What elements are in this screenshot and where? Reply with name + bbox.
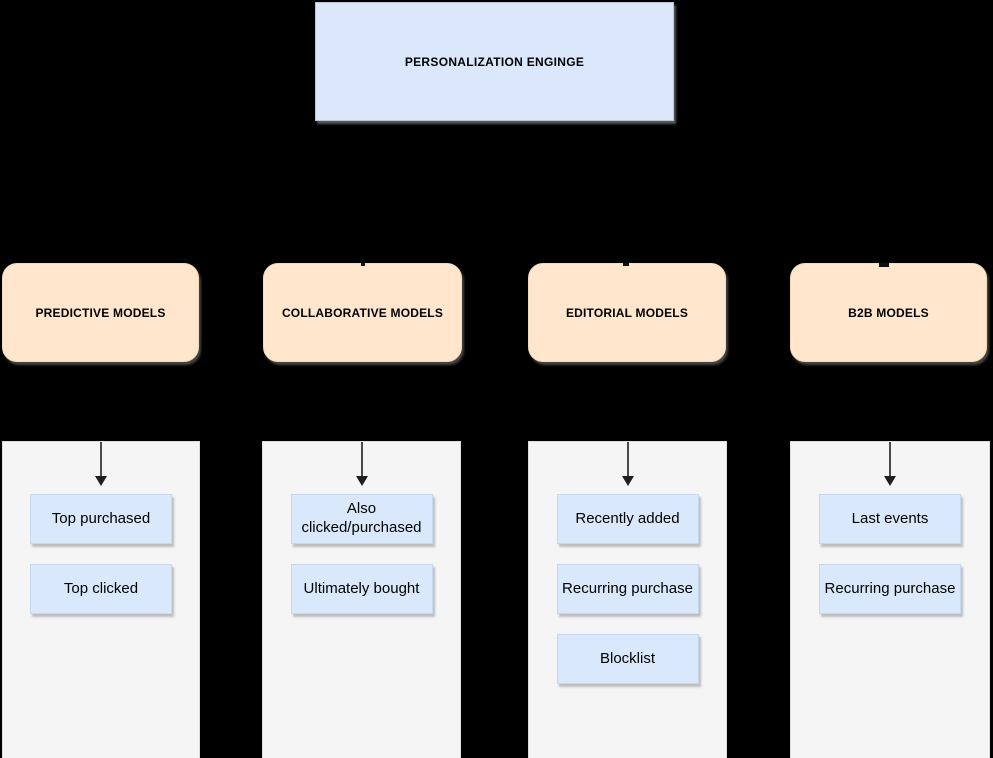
model-item-box: Top clicked — [30, 564, 172, 614]
model-item-box: Recently added — [556, 494, 699, 544]
personalization-engine-node: PERSONALIZATION ENGINGE — [315, 2, 674, 121]
model-item-box: Ultimately bought — [290, 564, 433, 614]
connector-arrowhead-notch — [623, 263, 629, 266]
category-title: PREDICTIVE MODELS — [35, 305, 166, 320]
model-item-box: Recurring purchase — [819, 564, 961, 614]
category-node-editorial: EDITORIAL MODELS — [528, 263, 726, 362]
model-item-box: Top purchased — [30, 494, 172, 544]
connector-arrowhead-notch — [878, 263, 889, 267]
category-title: EDITORIAL MODELS — [565, 305, 689, 320]
category-node-collaborative: COLLABORATIVE MODELS — [263, 263, 462, 362]
model-item-box: Blocklist — [556, 634, 699, 684]
category-node-b2b: B2B MODELS — [790, 263, 987, 362]
model-item-box: Also clicked/purchased — [290, 494, 433, 544]
category-title: COLLABORATIVE MODELS — [281, 305, 444, 320]
model-item-box: Recurring purchase — [556, 564, 699, 614]
category-node-predictive: PREDICTIVE MODELS — [2, 263, 199, 362]
category-title: B2B MODELS — [848, 305, 929, 320]
model-item-box: Last events — [819, 494, 961, 544]
personalization-engine-title: PERSONALIZATION ENGINGE — [404, 54, 585, 69]
connector-arrowhead-notch — [360, 263, 365, 266]
